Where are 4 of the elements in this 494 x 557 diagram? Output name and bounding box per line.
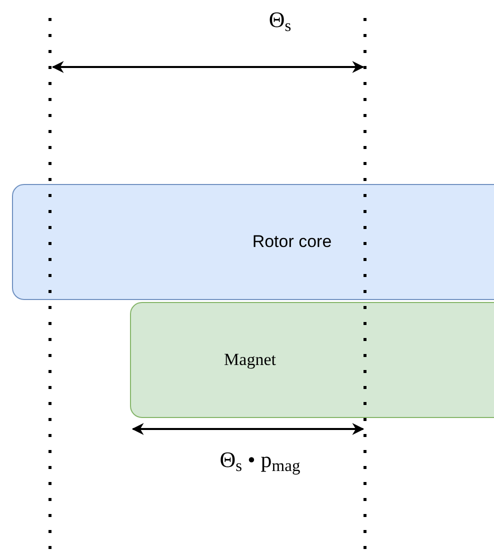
magnet-box: Magnet (130, 302, 494, 418)
dimension-label: Θ$_{s}$ • p$_{mag}$ (218, 446, 302, 474)
dimension-label: Θ$_{s}$ (268, 6, 292, 34)
rotor-core-box: Rotor core (12, 184, 494, 300)
